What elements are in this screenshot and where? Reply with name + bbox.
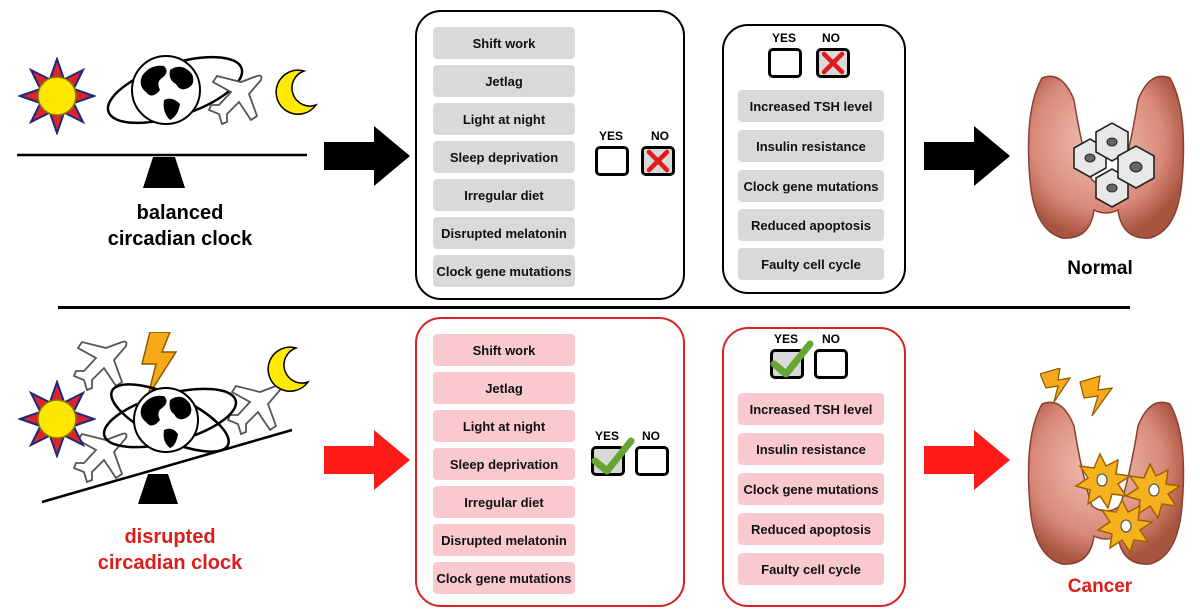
balance-scale-icon: [17, 153, 307, 188]
cancer-cell-icon: [1074, 452, 1183, 554]
effect-no-checkbox: [816, 48, 850, 78]
factor-item: Sleep deprivation: [433, 141, 575, 173]
effect-item: Faulty cell cycle: [738, 553, 884, 585]
earth-globe-icon: [102, 383, 238, 453]
no-label: NO: [651, 129, 669, 143]
factor-item: Disrupted melatonin: [433, 217, 575, 249]
effect-item: Clock gene mutations: [738, 170, 884, 202]
no-checkbox: [635, 446, 669, 476]
effects-panel: YES NO Increased TSH level Insulin resis…: [722, 24, 906, 294]
yes-checkbox: [591, 437, 635, 476]
top-row: balanced circadian clock Shift work Jetl…: [0, 0, 1200, 305]
crescent-moon-icon: [275, 69, 319, 115]
no-label: NO: [642, 429, 660, 443]
caption-line-2: circadian clock: [97, 552, 243, 574]
effect-item: Faulty cell cycle: [738, 248, 884, 280]
airplane-icon: [72, 432, 128, 484]
effect-no-label: NO: [822, 332, 840, 346]
factor-item: Clock gene mutations: [433, 562, 575, 594]
red-x-icon: [821, 51, 845, 75]
arrow-right-icon: [924, 430, 1010, 490]
arrow-right-icon: [324, 430, 410, 490]
factor-item: Shift work: [433, 334, 575, 366]
yes-checkbox: [595, 146, 629, 176]
caption-line-1: balanced: [136, 202, 224, 224]
green-checkmark-icon: [770, 340, 814, 378]
effect-item: Increased TSH level: [738, 393, 884, 425]
effect-yes-checkbox: [770, 340, 814, 379]
risk-factors-panel: Shift work Jetlag Light at night Sleep d…: [415, 10, 685, 300]
no-checkbox: [641, 146, 675, 176]
factor-item: Sleep deprivation: [433, 448, 575, 480]
effect-no-checkbox: [814, 349, 848, 379]
factor-item: Clock gene mutations: [433, 255, 575, 287]
yes-label: YES: [595, 429, 620, 443]
thyroid-gland-icon: [1027, 75, 1185, 239]
green-checkmark-icon: [591, 437, 635, 475]
red-x-icon: [646, 149, 670, 173]
factor-item: Jetlag: [433, 372, 575, 404]
risk-factors-panel: Shift work Jetlag Light at night Sleep d…: [415, 317, 685, 607]
factor-item: Light at night: [433, 103, 575, 135]
disrupted-clock-caption: disrupted circadian clock: [60, 524, 280, 576]
effect-item: Clock gene mutations: [738, 473, 884, 505]
factor-item: Shift work: [433, 27, 575, 59]
outcome-label: Normal: [1067, 258, 1133, 279]
lightning-icon: [141, 332, 178, 397]
effect-yes-label: YES: [772, 31, 797, 45]
normal-cell-icon: [1073, 122, 1155, 208]
airplane-icon: [207, 74, 263, 126]
factor-item: Light at night: [433, 410, 575, 442]
section-divider: [58, 306, 1130, 309]
effect-item: Insulin resistance: [738, 433, 884, 465]
lightning-icon: [1040, 368, 1114, 417]
bottom-row: disrupted circadian clock Shift work Jet…: [0, 310, 1200, 611]
sun-icon: [18, 57, 96, 135]
caption-line-2: circadian clock: [107, 228, 253, 250]
effects-panel: YES NO Increased TSH level Insulin resis…: [722, 327, 906, 607]
balance-scale-icon: [41, 428, 293, 504]
effect-item: Reduced apoptosis: [738, 209, 884, 241]
balanced-clock-caption: balanced circadian clock: [70, 200, 290, 252]
arrow-right-icon: [324, 126, 410, 186]
outcome-label: Cancer: [1067, 576, 1133, 597]
crescent-moon-icon: [267, 346, 311, 392]
effect-item: Reduced apoptosis: [738, 513, 884, 545]
effect-yes-checkbox: [768, 48, 802, 78]
effect-item: Increased TSH level: [738, 90, 884, 122]
factor-item: Irregular diet: [433, 486, 575, 518]
arrow-right-icon: [924, 126, 1010, 186]
yes-label: YES: [599, 129, 624, 143]
earth-globe-icon: [106, 55, 244, 125]
factor-item: Jetlag: [433, 65, 575, 97]
caption-line-1: disrupted: [124, 526, 216, 548]
effect-no-label: NO: [822, 31, 840, 45]
sun-icon: [18, 380, 96, 458]
effect-yes-label: YES: [774, 332, 799, 346]
factor-item: Irregular diet: [433, 179, 575, 211]
effect-item: Insulin resistance: [738, 130, 884, 162]
factor-item: Disrupted melatonin: [433, 524, 575, 556]
